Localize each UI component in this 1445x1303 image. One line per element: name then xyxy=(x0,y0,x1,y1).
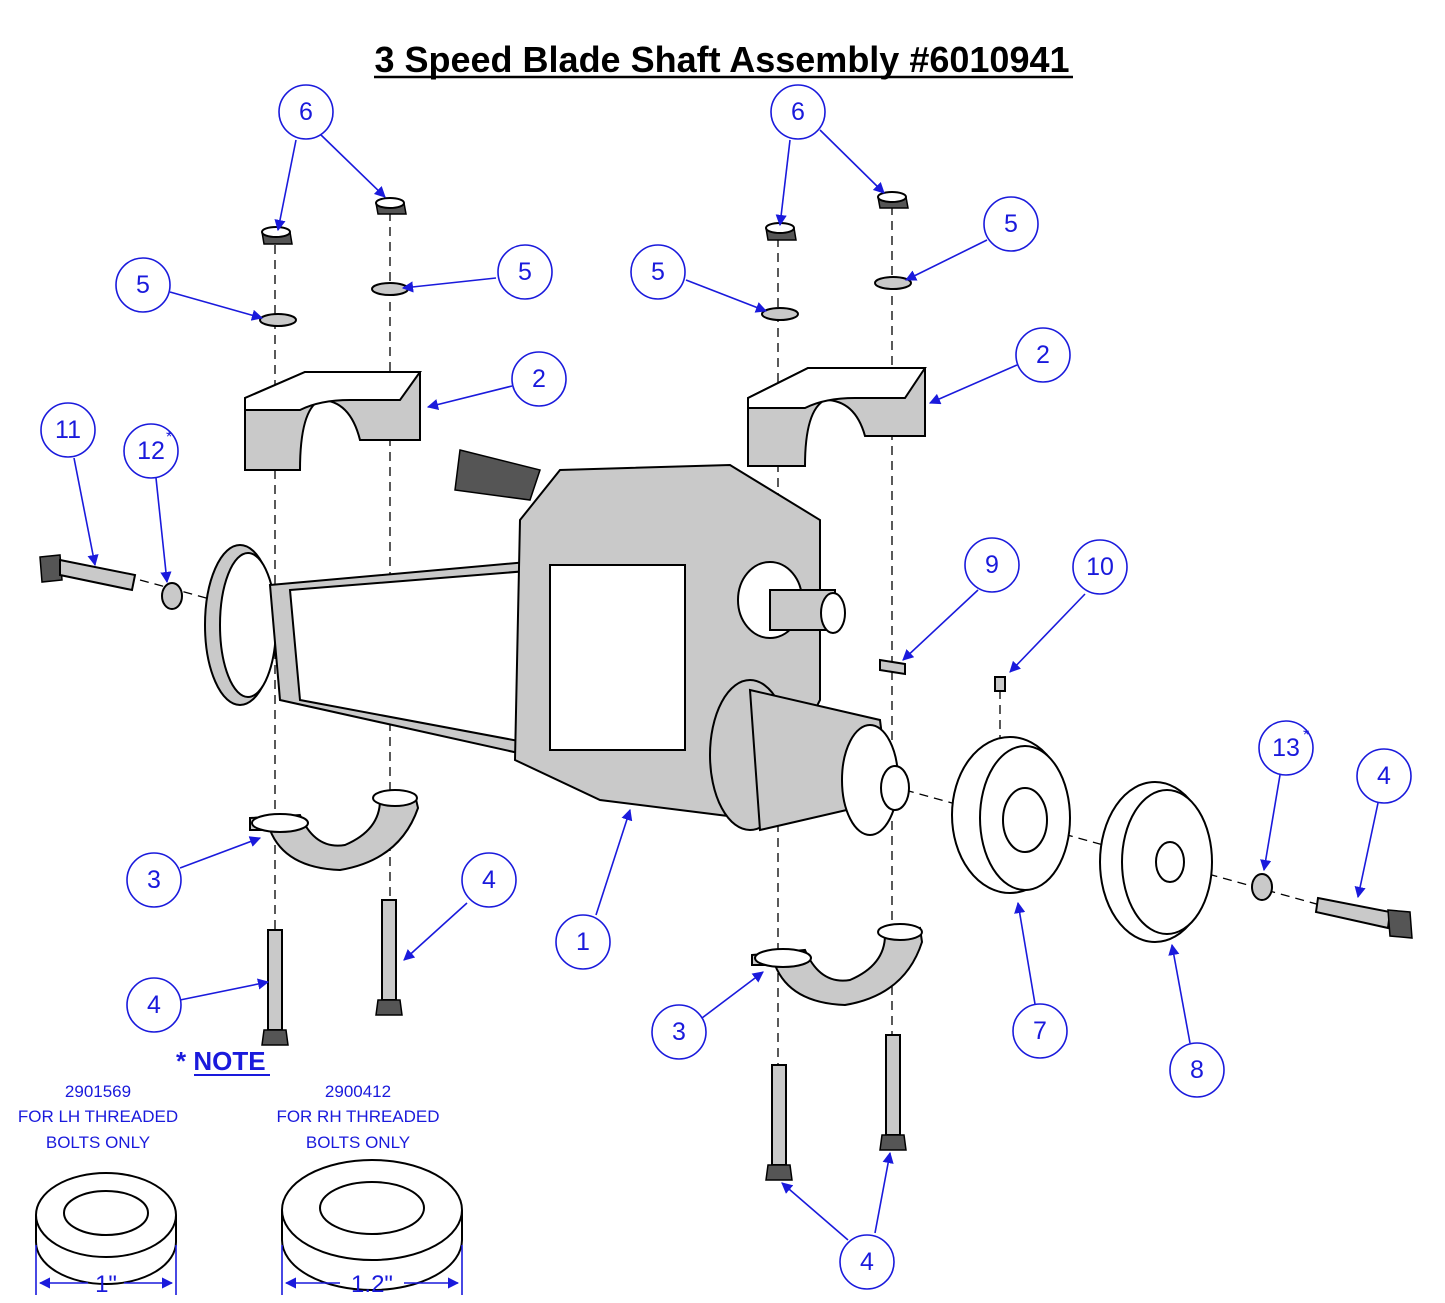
svg-text:13: 13 xyxy=(1272,734,1300,762)
callout-8: 8 xyxy=(1169,1042,1225,1098)
note-block: * NOTE 2901569 FOR LH THREADED BOLTS ONL… xyxy=(18,1046,463,1298)
callout-4-right-bottom: 4 xyxy=(839,1234,895,1290)
note-left-line1: FOR LH THREADED xyxy=(18,1107,178,1126)
svg-text:12: 12 xyxy=(137,437,165,465)
left-washer-2 xyxy=(371,282,409,296)
leader-lines xyxy=(73,129,1379,1241)
left-bolt-2 xyxy=(375,899,403,1016)
callout-5-right-2: 5 xyxy=(983,196,1039,252)
right-top-clamp xyxy=(747,367,927,467)
left-top-clamp xyxy=(244,371,422,471)
svg-text:4: 4 xyxy=(482,866,496,894)
washer-13 xyxy=(1251,873,1273,901)
note-right-line1: FOR RH THREADED xyxy=(276,1107,439,1126)
callout-4-right-end: 4 xyxy=(1356,748,1412,804)
left-washer-1 xyxy=(259,313,297,327)
callout-10: 10 xyxy=(1072,539,1128,595)
pulley-8 xyxy=(1099,781,1213,943)
svg-text:10: 10 xyxy=(1086,553,1114,581)
callout-13: 13* xyxy=(1258,720,1314,776)
key-9 xyxy=(879,658,906,676)
side-bolt-11 xyxy=(39,554,137,592)
pulley-7 xyxy=(951,736,1071,894)
callout-12: 12* xyxy=(123,423,179,479)
callout-3-right: 3 xyxy=(651,1004,707,1060)
callout-6-right: 6 xyxy=(770,84,826,140)
left-bottom-clamp xyxy=(249,789,420,872)
svg-text:8: 8 xyxy=(1190,1056,1204,1084)
washer-12 xyxy=(161,582,183,610)
note-right-line2: BOLTS ONLY xyxy=(306,1133,410,1152)
callout-5-left-2: 5 xyxy=(497,244,553,300)
note-right-washer: 1.2" xyxy=(281,1159,463,1298)
svg-text:*: * xyxy=(166,429,172,446)
note-right-part-number: 2900412 xyxy=(325,1082,391,1101)
svg-text:5: 5 xyxy=(651,258,665,286)
svg-text:7: 7 xyxy=(1033,1017,1047,1045)
right-bottom-clamp xyxy=(751,923,924,1007)
svg-text:6: 6 xyxy=(791,98,805,126)
svg-text:*: * xyxy=(1303,727,1309,744)
svg-text:3: 3 xyxy=(147,866,161,894)
left-hex-nut-2 xyxy=(375,197,407,215)
note-left-dimension: 1" xyxy=(95,1271,117,1298)
svg-text:2: 2 xyxy=(532,365,546,393)
callout-2-left: 2 xyxy=(511,351,567,407)
callout-11: 11 xyxy=(40,402,96,458)
set-screw-10 xyxy=(994,676,1006,692)
svg-text:9: 9 xyxy=(985,551,999,579)
svg-text:4: 4 xyxy=(147,991,161,1019)
callout-4-left-1: 4 xyxy=(461,852,517,908)
callout-3-left: 3 xyxy=(126,852,182,908)
svg-text:1: 1 xyxy=(576,928,590,956)
gearbox-housing xyxy=(204,449,910,836)
callout-6-left: 6 xyxy=(278,84,334,140)
right-hex-nut-2 xyxy=(877,191,909,209)
right-end-bolt xyxy=(1314,896,1413,939)
svg-text:5: 5 xyxy=(136,271,150,299)
note-heading: * NOTE xyxy=(176,1046,266,1076)
svg-text:4: 4 xyxy=(860,1248,874,1276)
right-washer-2 xyxy=(874,276,912,290)
callout-5-left-1: 5 xyxy=(115,257,171,313)
left-hex-nut-1 xyxy=(261,226,293,245)
svg-text:3: 3 xyxy=(672,1018,686,1046)
callout-4-left-2: 4 xyxy=(126,977,182,1033)
right-bolt-2 xyxy=(879,1034,907,1151)
note-right-dimension: 1.2" xyxy=(351,1271,393,1298)
right-hex-nut-1 xyxy=(765,222,797,241)
right-bolt-1 xyxy=(765,1064,793,1181)
note-left-washer: 1" xyxy=(35,1172,177,1298)
svg-text:5: 5 xyxy=(1004,210,1018,238)
right-washer-1 xyxy=(761,307,799,321)
left-bolt-1 xyxy=(261,929,289,1046)
svg-text:11: 11 xyxy=(55,416,81,444)
callout-7: 7 xyxy=(1012,1003,1068,1059)
svg-text:6: 6 xyxy=(299,98,313,126)
svg-text:4: 4 xyxy=(1377,762,1391,790)
note-left-part-number: 2901569 xyxy=(65,1082,131,1101)
callout-9: 9 xyxy=(964,537,1020,593)
svg-text:2: 2 xyxy=(1036,341,1050,369)
diagram-title: 3 Speed Blade Shaft Assembly #6010941 xyxy=(374,39,1069,80)
note-left-line2: BOLTS ONLY xyxy=(46,1133,150,1152)
svg-text:5: 5 xyxy=(518,258,532,286)
callout-2-right: 2 xyxy=(1015,327,1071,383)
callout-1: 1 xyxy=(555,914,611,970)
callout-5-right-1: 5 xyxy=(630,244,686,300)
